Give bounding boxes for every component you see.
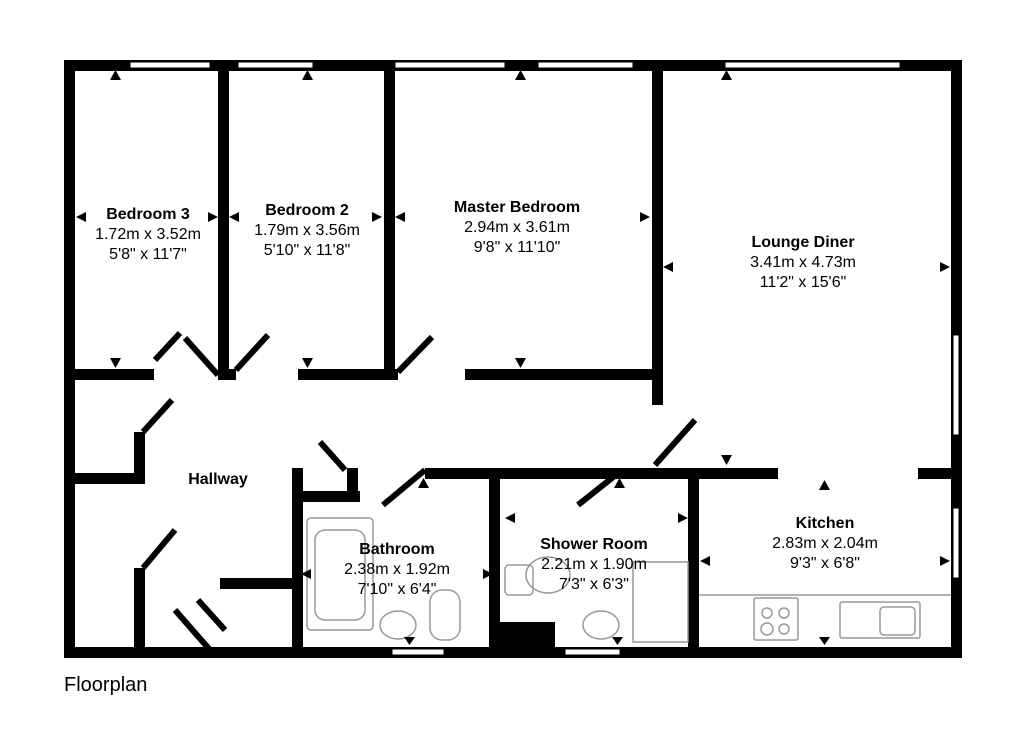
room-label-bedroom-2: Bedroom 2 1.79m x 3.56m 5'10" x 11'8": [254, 201, 360, 261]
room-name: Kitchen: [795, 515, 855, 532]
room-name: Hallway: [188, 471, 248, 488]
room-metric: 2.21m x 1.90m: [541, 556, 647, 573]
dimension-arrows: [76, 70, 950, 645]
room-metric: 2.38m x 1.92m: [344, 561, 450, 578]
room-imperial: 5'8" x 11'7": [109, 246, 187, 263]
room-metric: 3.41m x 4.73m: [750, 254, 856, 271]
floorplan-caption: Floorplan: [64, 674, 148, 696]
room-label-shower-room: Shower Room 2.21m x 1.90m 7'3" x 6'3": [540, 535, 648, 595]
room-name: Bedroom 2: [265, 202, 349, 219]
room-label-lounge-diner: Lounge Diner 3.41m x 4.73m 11'2" x 15'6": [750, 233, 856, 293]
room-metric: 1.72m x 3.52m: [95, 226, 201, 243]
room-metric: 1.79m x 3.56m: [254, 222, 360, 239]
room-name: Master Bedroom: [453, 199, 581, 216]
doors: [140, 330, 698, 652]
room-name: Bedroom 3: [106, 206, 190, 223]
room-imperial: 9'3" x 6'8": [790, 555, 860, 572]
fixtures: [306, 517, 951, 643]
room-label-hallway: Hallway: [188, 470, 248, 490]
room-imperial: 7'10" x 6'4": [357, 581, 437, 598]
room-imperial: 11'2" x 15'6": [759, 274, 847, 291]
room-imperial: 9'8" x 11'10": [473, 239, 561, 256]
room-name: Lounge Diner: [751, 234, 855, 251]
room-label-bathroom: Bathroom 2.38m x 1.92m 7'10" x 6'4": [344, 540, 450, 600]
room-label-kitchen: Kitchen 2.83m x 2.04m 9'3" x 6'8": [772, 514, 878, 574]
room-label-bedroom-3: Bedroom 3 1.72m x 3.52m 5'8" x 11'7": [95, 205, 201, 265]
room-imperial: 5'10" x 11'8": [263, 242, 351, 259]
room-metric: 2.83m x 2.04m: [772, 535, 878, 552]
windows: [129, 61, 960, 656]
room-imperial: 7'3" x 6'3": [559, 576, 629, 593]
room-metric: 2.94m x 3.61m: [464, 219, 570, 236]
room-label-master-bedroom: Master Bedroom 2.94m x 3.61m 9'8" x 11'1…: [454, 198, 580, 258]
room-name: Shower Room: [540, 536, 648, 553]
room-name: Bathroom: [359, 541, 435, 558]
